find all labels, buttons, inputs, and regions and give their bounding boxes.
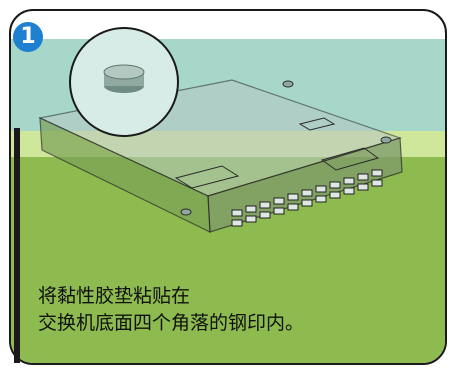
port-row <box>231 169 383 227</box>
switch-left-side <box>39 117 211 233</box>
foot-positions <box>180 80 392 216</box>
step-number-badge: 1 <box>13 22 43 52</box>
embossed-marks <box>174 117 380 189</box>
caption-line-1: 将黏性胶垫粘贴在 <box>38 285 191 307</box>
caption-line-2: 交换机底面四个角落的钢印内。 <box>38 312 305 334</box>
instruction-caption: 将黏性胶垫粘贴在 交换机底面四个角落的钢印内。 <box>38 283 304 337</box>
left-edge-bar <box>14 128 20 363</box>
rubber-foot-pad-icon <box>103 64 145 93</box>
